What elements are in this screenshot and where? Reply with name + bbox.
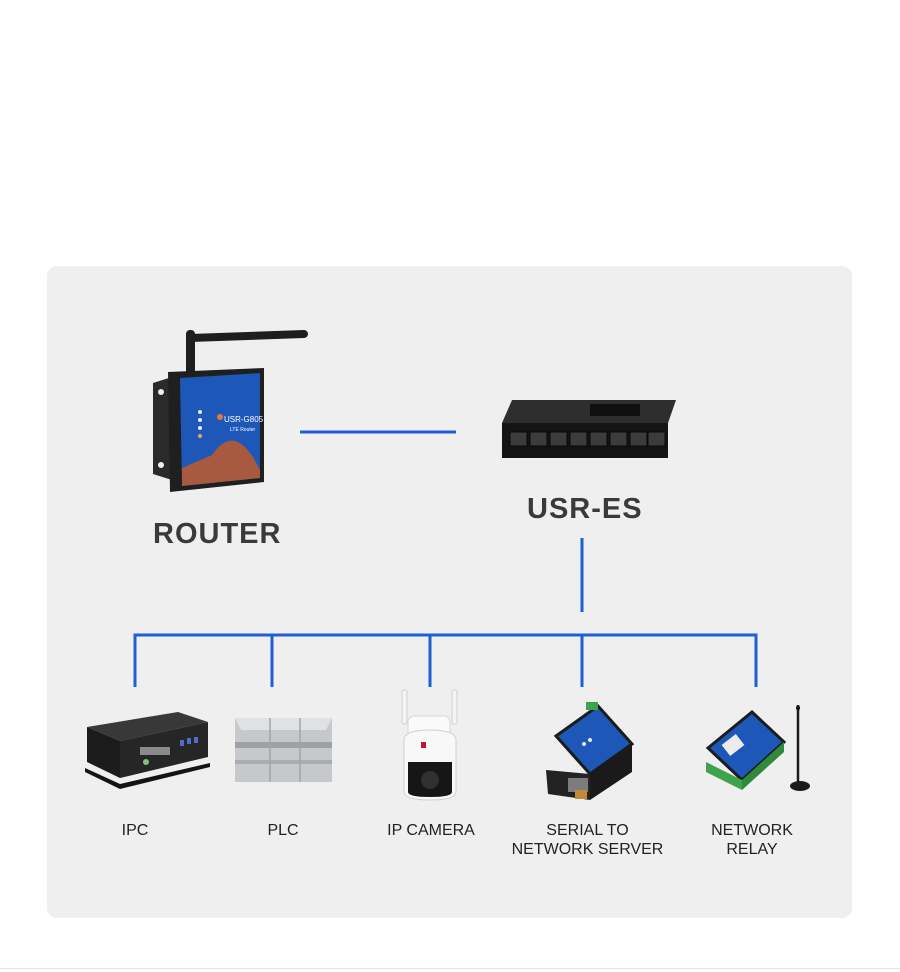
ip-camera-image: [401, 689, 458, 801]
serial-server-image: [546, 702, 635, 800]
router-title: ROUTER: [153, 518, 282, 550]
network-relay-image: [705, 705, 810, 791]
plc-label: PLC: [267, 822, 299, 839]
bus-line: [133, 633, 758, 687]
network-relay-label: NETWORK RELAY: [711, 822, 793, 858]
ipc-label: IPC: [121, 822, 149, 839]
plc-image: [235, 718, 332, 782]
switch-image: [502, 400, 676, 458]
ipc-image: [85, 712, 210, 789]
divider: [0, 968, 900, 969]
serial-server-label: SERIAL TO NETWORK SERVER: [511, 822, 664, 858]
router-model-text: USR-G805: [224, 415, 264, 424]
switch-title: USR-ES: [527, 493, 643, 525]
connection-lines: [133, 430, 758, 687]
router-subtitle-text: LTE Router: [230, 427, 256, 433]
router-image: USR-G805 LTE Router: [153, 330, 308, 492]
ip-camera-label: IP CAMERA: [387, 822, 475, 839]
